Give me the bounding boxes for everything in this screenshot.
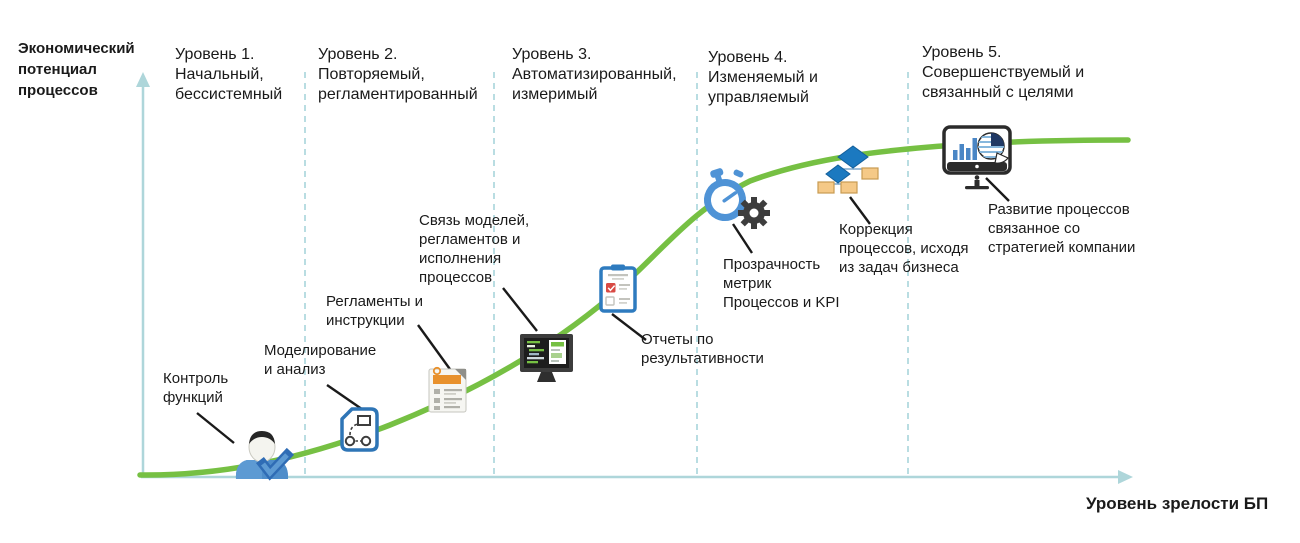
monitor-execution-icon: [520, 334, 573, 382]
milestone-label-process-development: Развитие процессов связанное со стратеги…: [988, 201, 1136, 256]
regulation-document-icon: [428, 366, 467, 413]
milestone-label-metrics-transparency: Прозрачность метрик Процессов и KPI: [723, 256, 840, 311]
person-check-icon: [235, 431, 295, 481]
y-axis-arrowhead-icon: [136, 72, 150, 87]
level-dividers: [304, 72, 909, 477]
milestone-label-model-regulation-link: Связь моделей, регламентов и исполнения …: [419, 212, 530, 286]
leader-line-regulations: [417, 324, 453, 373]
milestone-label-modeling-analysis: Моделирование и анализ: [264, 342, 377, 378]
milestone-label-control-functions: Контроль функций: [163, 370, 229, 406]
process-model-document-icon: [340, 407, 379, 452]
decision-tree-icon: [817, 145, 879, 194]
milestone-label-process-correction: Коррекция процессов, исходя из задач биз…: [839, 221, 969, 276]
gear-icon: [738, 197, 770, 229]
leader-line-development: [985, 177, 1010, 202]
milestone-label-regulations-instructions: Регламенты и инструкции: [326, 293, 424, 329]
level-3-title: Уровень 3. Автоматизированный, измеримый: [512, 46, 677, 103]
axes: [136, 72, 1133, 484]
performance-report-icon: [599, 264, 637, 313]
x-axis-title: Уровень зрелости БП: [1086, 494, 1269, 513]
level-1-title: Уровень 1. Начальный, бессистемный: [175, 46, 283, 103]
milestone-label-performance-reports: Отчеты по результативности: [641, 331, 764, 367]
leader-line-correction: [849, 196, 871, 225]
analytics-monitor-icon: [942, 125, 1012, 190]
y-axis-title: Экономический потенциал процессов: [18, 40, 135, 99]
level-5-title: Уровень 5. Совершенствуемый и связанный …: [922, 44, 1085, 101]
level-2-title: Уровень 2. Повторяемый, регламентированн…: [318, 46, 478, 103]
level-4-title: Уровень 4. Изменяемый и управляемый: [708, 49, 818, 106]
x-axis-arrowhead-icon: [1118, 470, 1133, 484]
stopwatch-gear-icon: [704, 168, 770, 229]
leader-line-metrics: [731, 223, 754, 254]
leader-line-link-models: [502, 287, 538, 332]
leader-line-reports: [611, 313, 647, 341]
leader-line-control: [196, 412, 235, 444]
leader-lines: [196, 177, 1010, 444]
